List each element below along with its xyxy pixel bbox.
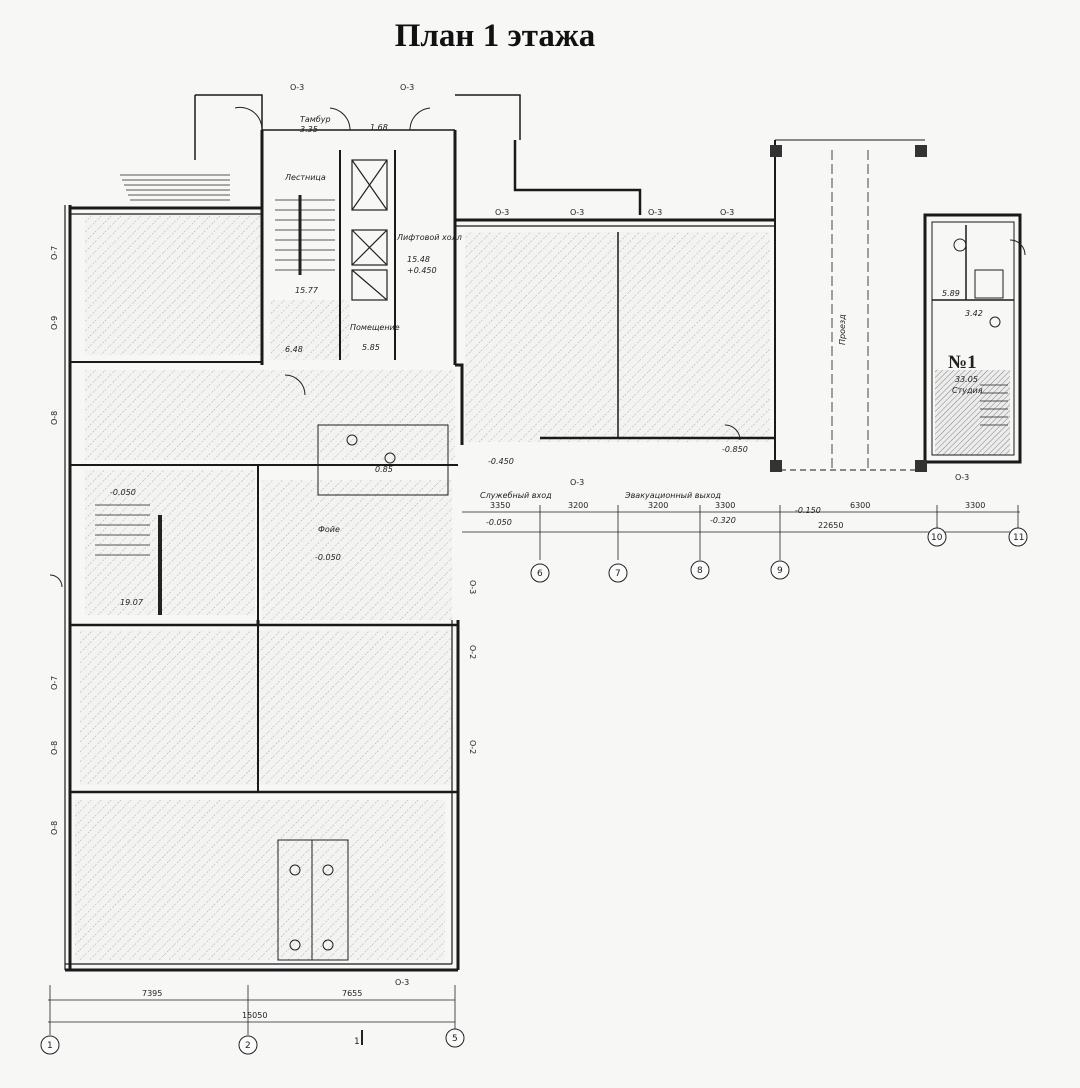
axis-bubble-10 bbox=[927, 527, 947, 547]
label-level-b: -0.050 bbox=[110, 488, 136, 497]
room-south bbox=[75, 800, 445, 960]
label-tambur-2-area: 1.68 bbox=[370, 123, 388, 132]
section-mark: 1 bbox=[354, 1037, 360, 1047]
elevator-shafts bbox=[351, 159, 388, 301]
axis-bubble-5 bbox=[445, 1028, 465, 1048]
wall-mark-o3-a: О-3 bbox=[290, 83, 304, 92]
dim-right-e: 6300 bbox=[850, 501, 870, 510]
room-northwest bbox=[85, 215, 260, 355]
dim-bottom-left: 7395 bbox=[142, 989, 162, 998]
wall-mark-o3-i: О-3 bbox=[955, 473, 969, 482]
axis-bubble-9 bbox=[770, 560, 790, 580]
axis-bubble-1 bbox=[40, 1035, 60, 1055]
label-level-d: -0.150 bbox=[795, 506, 821, 515]
label-holl-area: 15.48 bbox=[407, 255, 430, 264]
axis-bubble-2 bbox=[238, 1035, 258, 1055]
axis-bubble-6 bbox=[530, 563, 550, 583]
wall-mark-o8-a: О-8 bbox=[50, 411, 59, 425]
axis-bubble-8 bbox=[690, 560, 710, 580]
label-foye-level: -0.050 bbox=[315, 553, 341, 562]
room-foyer bbox=[262, 480, 452, 620]
corridor-west bbox=[85, 370, 455, 460]
wall-mark-o3-d: О-3 bbox=[570, 208, 584, 217]
wall-mark-o3-e: О-3 bbox=[648, 208, 662, 217]
wall-mark-o2-b: О-2 bbox=[468, 740, 477, 754]
dim-bottom-total: 15050 bbox=[242, 1011, 267, 1020]
label-studiya: Студия bbox=[952, 386, 983, 395]
axis-bubble-11 bbox=[1008, 527, 1028, 547]
label-tambur: Тамбур bbox=[300, 115, 331, 124]
dim-right-f: 3300 bbox=[965, 501, 985, 510]
axis-label-8: 8 bbox=[697, 566, 703, 576]
wall-mark-o3-c: О-3 bbox=[495, 208, 509, 217]
label-kladovaya-area: 6.48 bbox=[285, 345, 303, 354]
axis-label-5: 5 bbox=[452, 1034, 458, 1044]
wall-mark-o3-j: О-3 bbox=[468, 580, 477, 594]
columns bbox=[770, 145, 927, 472]
axis-label-6: 6 bbox=[537, 569, 543, 579]
dim-right-a: 3350 bbox=[490, 501, 510, 510]
wall-mark-o8-b: О-8 bbox=[50, 741, 59, 755]
dim-right-b: 3200 bbox=[568, 501, 588, 510]
label-level-a: -0.450 bbox=[488, 457, 514, 466]
label-lestnitsa: Лестница bbox=[284, 173, 326, 182]
axis-label-11: 11 bbox=[1013, 533, 1024, 543]
label-studiya-area: 33.05 bbox=[955, 375, 978, 384]
wall-mark-o3-g: О-3 bbox=[570, 478, 584, 487]
walls bbox=[64, 94, 1022, 972]
stair-core-hatch bbox=[270, 300, 350, 360]
wall-mark-o3-f: О-3 bbox=[720, 208, 734, 217]
room-stair-west bbox=[85, 470, 255, 615]
wall-mark-o7-b: О-7 bbox=[50, 676, 59, 690]
room-fills bbox=[75, 215, 1010, 960]
axis-label-9: 9 bbox=[777, 566, 783, 576]
label-pomeshchenie: Помещение bbox=[350, 323, 400, 332]
fixtures bbox=[277, 238, 1004, 961]
wall-mark-o8-c: О-8 bbox=[50, 821, 59, 835]
label-foye: Фойе bbox=[318, 525, 340, 534]
axis-label-7: 7 bbox=[615, 569, 621, 579]
label-kitchen-area: 3.42 bbox=[965, 309, 983, 318]
axis-bubble-7 bbox=[608, 563, 628, 583]
dim-right-d: 3300 bbox=[715, 501, 735, 510]
axis-bubbles bbox=[40, 527, 1028, 1055]
text-labels: 1 2 5 6 7 8 9 10 11 7395 7655 15050 3350… bbox=[47, 83, 1024, 1051]
label-level-c: -0.320 bbox=[710, 516, 736, 525]
wall-mark-o3-b: О-3 bbox=[400, 83, 414, 92]
label-evak-vhod: Эвакуационный выход bbox=[624, 491, 721, 500]
dim-right-total: 22650 bbox=[818, 521, 843, 530]
label-holl-level: +0.450 bbox=[407, 266, 437, 275]
label-tambur-area: 3.35 bbox=[300, 125, 318, 134]
apartment-1-hatch bbox=[935, 370, 1010, 455]
dim-right-c: 3200 bbox=[648, 501, 668, 510]
dimension-lines bbox=[48, 505, 1020, 1035]
wall-mark-o9: О-9 bbox=[50, 316, 59, 330]
label-stair-room-area: 19.07 bbox=[120, 598, 144, 607]
label-wc-area: 0.85 bbox=[375, 465, 393, 474]
axis-label-1: 1 bbox=[47, 1041, 53, 1051]
label-pomeshchenie-area: 5.85 bbox=[362, 343, 380, 352]
stair-treads bbox=[95, 174, 1008, 615]
room-hall-middle bbox=[80, 630, 452, 785]
wall-mark-o2-a: О-2 bbox=[468, 645, 477, 659]
label-proezd: Проезд bbox=[838, 314, 847, 345]
label-sluzhebny-vhod: Служебный вход bbox=[480, 491, 552, 500]
wall-mark-o3-h: О-3 bbox=[395, 978, 409, 987]
apartment-number: №1 bbox=[948, 352, 977, 373]
wall-mark-o7: О-7 bbox=[50, 246, 59, 260]
axis-label-2: 2 bbox=[245, 1041, 251, 1051]
label-level-sluzh: -0.050 bbox=[486, 518, 512, 527]
label-level-e: -0.850 bbox=[722, 445, 748, 454]
plan-title: План 1 этажа bbox=[394, 18, 596, 54]
label-holl: Лифтовой холл bbox=[396, 233, 462, 242]
axis-label-10: 10 bbox=[931, 533, 943, 543]
dim-bottom-right: 7655 bbox=[342, 989, 362, 998]
label-lestnitsa-area: 15.77 bbox=[295, 286, 319, 295]
door-swings bbox=[49, 106, 1026, 588]
label-bath-area: 5.89 bbox=[942, 289, 960, 298]
